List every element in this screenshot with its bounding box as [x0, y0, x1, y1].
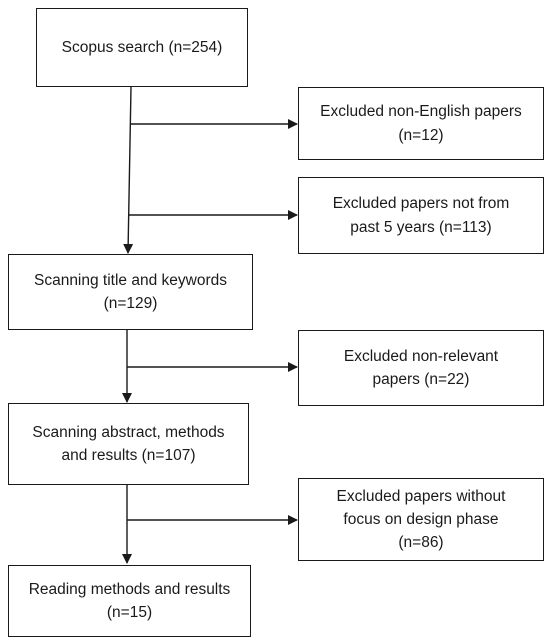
exclusion-no-design-focus: Excluded papers without focus on design …	[298, 478, 544, 561]
step-reading-methods-line-1: Reading methods and results	[28, 580, 231, 598]
exclusion-non-english-line-1: Excluded non-English papers	[320, 103, 522, 121]
step-scopus-search: Scopus search (n=254)	[36, 8, 248, 87]
step-scanning-abstract-line-1: Scanning abstract, methods	[32, 423, 225, 441]
exclusion-non-relevant-line-1: Excluded non-relevant	[343, 347, 499, 365]
exclusion-not-recent-line-1: Excluded papers not from	[332, 195, 510, 213]
exclusion-not-recent: Excluded papers not from past 5 years (n…	[298, 177, 544, 254]
exclusion-no-design-focus-line-1: Excluded papers without	[336, 487, 506, 505]
exclusion-not-recent-line-2: past 5 years (n=113)	[350, 218, 492, 236]
exclusion-non-relevant-line-2: papers (n=22)	[372, 371, 470, 388]
exclusion-non-english: Excluded non-English papers (n=12)	[298, 87, 544, 160]
step-scanning-title-line-2: (n=129)	[103, 295, 158, 312]
step-reading-methods: Reading methods and results (n=15)	[8, 565, 251, 637]
step-scopus-search-line-1: Scopus search (n=254)	[61, 38, 223, 56]
step-reading-methods-line-2: (n=15)	[106, 604, 153, 621]
exclusion-no-design-focus-line-2: focus on design phase	[343, 510, 499, 528]
step-scanning-abstract: Scanning abstract, methods and results (…	[8, 403, 249, 485]
exclusion-no-design-focus-line-3: (n=86)	[398, 534, 444, 552]
step-scanning-title: Scanning title and keywords (n=129)	[8, 254, 253, 330]
step-scanning-title-line-1: Scanning title and keywords	[33, 271, 227, 289]
exclusion-non-relevant: Excluded non-relevant papers (n=22)	[298, 330, 544, 406]
step-scanning-abstract-line-2: and results (n=107)	[61, 447, 196, 464]
arrow-scopus-to-title	[123, 86, 134, 254]
exclusion-non-english-line-2: (n=12)	[398, 126, 444, 144]
